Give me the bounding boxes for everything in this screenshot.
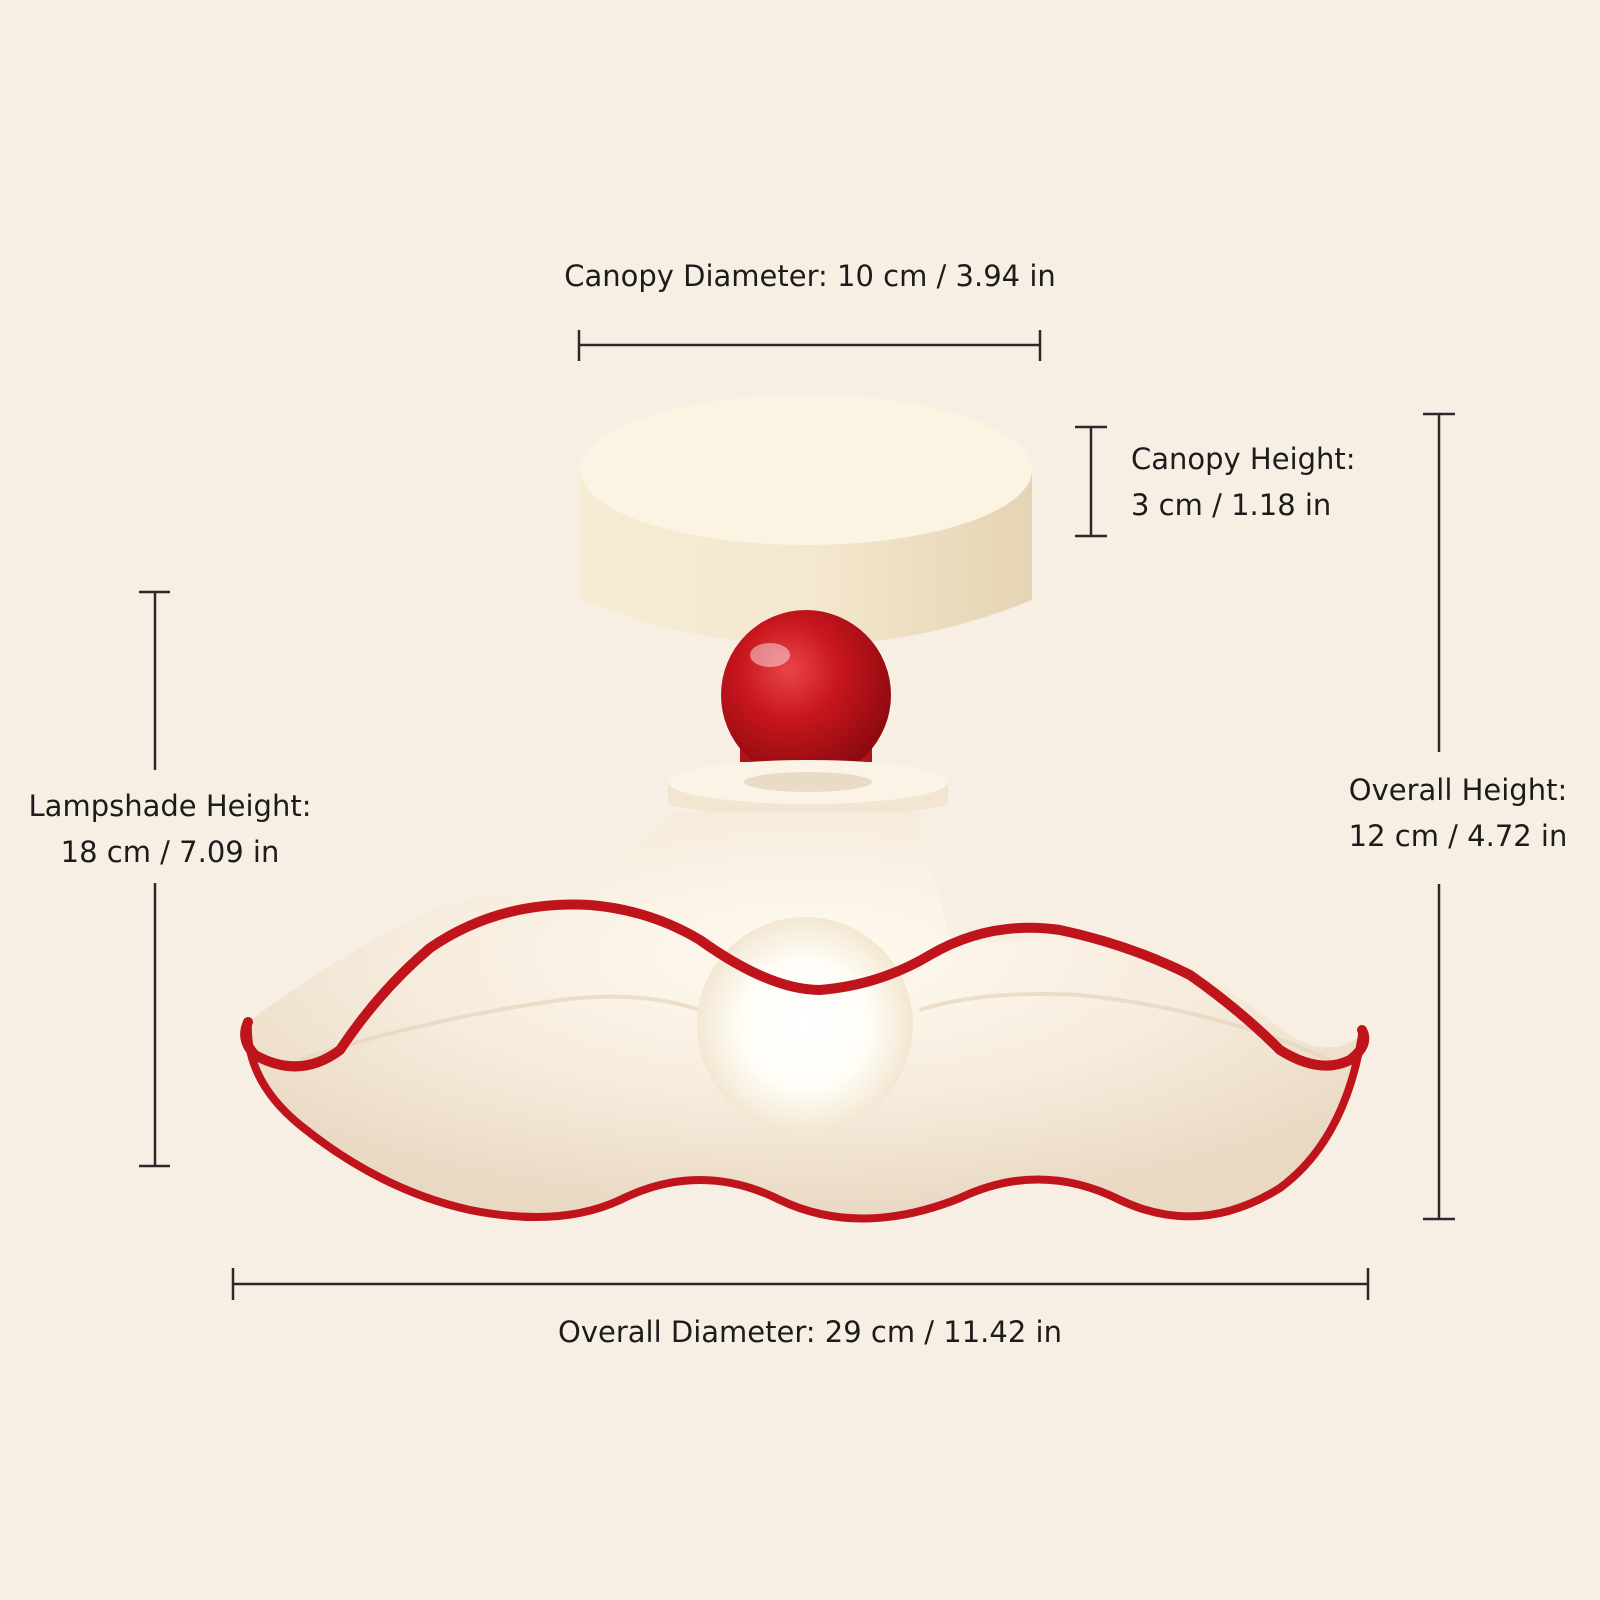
- overall-height-label: Overall Height: 12 cm / 4.72 in: [1318, 767, 1598, 859]
- canopy-height-title: Canopy Height:: [1131, 442, 1356, 476]
- canopy-diameter-label: Canopy Diameter: 10 cm / 3.94 in: [500, 253, 1120, 299]
- red-ball-connector: [721, 610, 891, 780]
- canopy-diameter-text: Canopy Diameter: 10 cm / 3.94 in: [564, 259, 1056, 293]
- overall-height-title: Overall Height:: [1348, 773, 1568, 807]
- overall-height-dimension-line: [1423, 412, 1455, 1221]
- overall-height-value: 12 cm / 4.72 in: [1348, 819, 1568, 853]
- lampshade-height-dimension-line: [139, 590, 170, 1168]
- lampshade-height-label: Lampshade Height: 18 cm / 7.09 in: [10, 783, 330, 875]
- canopy-height-value: 3 cm / 1.18 in: [1131, 488, 1332, 522]
- lampshade-height-title: Lampshade Height:: [28, 789, 312, 823]
- canopy: [580, 395, 1032, 645]
- collar-ring: [668, 760, 948, 819]
- light-bulb: [697, 917, 913, 1133]
- overall-diameter-text: Overall Diameter: 29 cm / 11.42 in: [558, 1315, 1062, 1349]
- canopy-height-label: Canopy Height: 3 cm / 1.18 in: [1131, 436, 1356, 528]
- wavy-lampshade: [240, 812, 1370, 1223]
- overall-diameter-dimension-line: [231, 1268, 1370, 1300]
- canopy-height-dimension-line: [1075, 425, 1107, 538]
- lampshade-height-value: 18 cm / 7.09 in: [60, 835, 280, 869]
- canopy-diameter-dimension-line: [577, 330, 1042, 361]
- overall-diameter-label: Overall Diameter: 29 cm / 11.42 in: [470, 1309, 1150, 1355]
